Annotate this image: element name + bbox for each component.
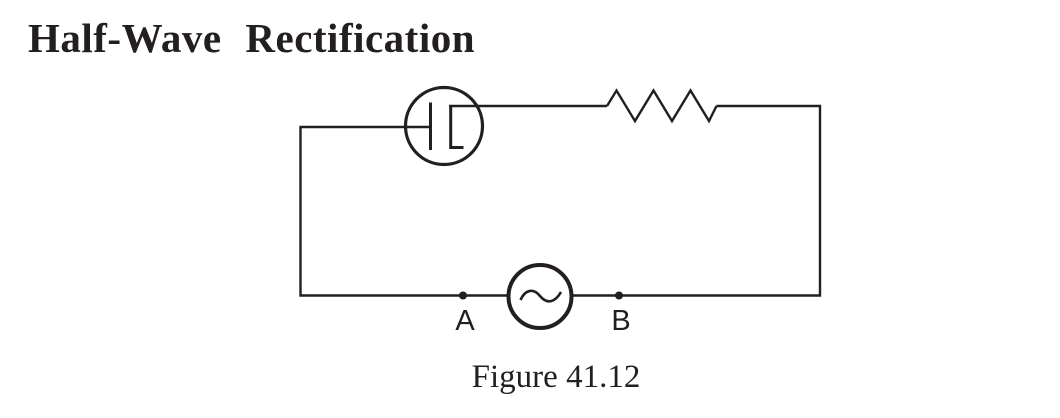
figure-caption: Figure 41.12 bbox=[471, 359, 641, 395]
diode-envelope-circle bbox=[403, 85, 485, 167]
diode-plate-bracket bbox=[449, 106, 464, 149]
wire-right-loop bbox=[573, 104, 822, 297]
sine-wave-icon bbox=[519, 289, 563, 303]
wire-left-loop bbox=[299, 125, 507, 297]
figure-title: Half-Wave Rectification bbox=[28, 15, 476, 61]
terminal-dot-b bbox=[615, 291, 623, 300]
terminal-label-b: B bbox=[611, 305, 631, 337]
terminal-dot-a bbox=[459, 291, 467, 300]
resistor-symbol bbox=[605, 88, 718, 124]
ac-source-circle bbox=[506, 263, 574, 330]
terminal-label-a: A bbox=[455, 305, 475, 337]
